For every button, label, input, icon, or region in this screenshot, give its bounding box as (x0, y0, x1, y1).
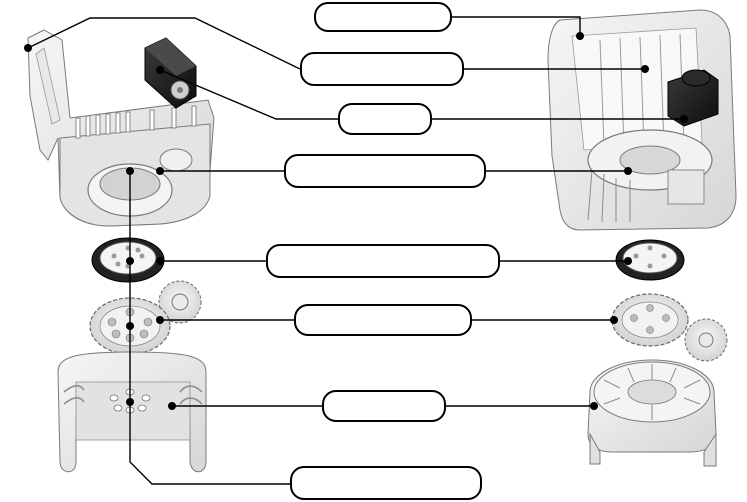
callout-label-2 (300, 52, 464, 86)
left-gear-pair (89, 280, 202, 355)
right-upper-housing (547, 9, 737, 231)
callout-label-3 (338, 103, 432, 135)
callout-label-6 (294, 304, 472, 336)
leader-lines (27, 16, 684, 485)
callout-label-7 (322, 390, 446, 422)
callout-label-1 (314, 2, 452, 32)
callout-label-5 (266, 244, 500, 278)
right-bottom-cover (587, 359, 717, 467)
left-servo-motor (144, 37, 197, 109)
callout-label-4 (284, 154, 486, 188)
right-bearing (615, 239, 685, 281)
right-servo-motor (667, 69, 719, 127)
callout-label-8 (290, 466, 482, 500)
leader-dots (24, 32, 688, 410)
left-bottom-cover (57, 351, 207, 473)
right-gear-pair (611, 293, 728, 362)
